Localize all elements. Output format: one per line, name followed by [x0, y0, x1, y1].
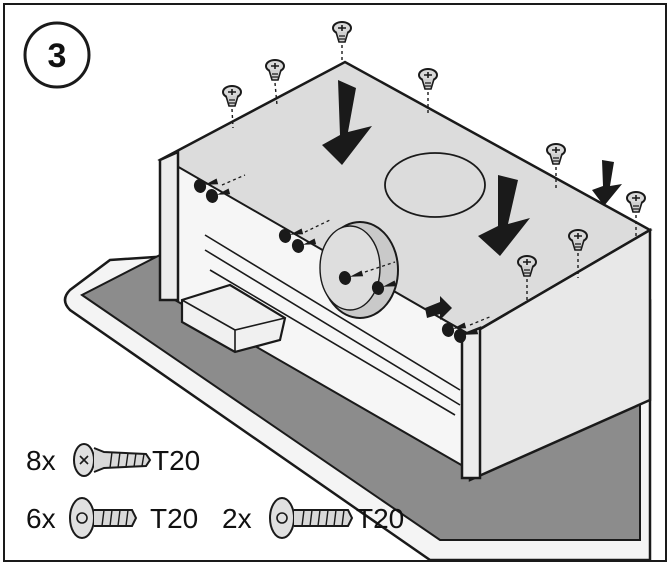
small-down-arrow — [592, 160, 622, 206]
legend-qty-3: 2x — [222, 503, 252, 534]
legend-tool-1: T20 — [152, 445, 200, 476]
step-badge: 3 — [23, 21, 91, 89]
countersunk-screw-icon — [73, 443, 152, 477]
step-number: 3 — [48, 37, 67, 75]
down-arrow-left — [322, 80, 372, 165]
long-pan-head-screw-icon — [269, 497, 354, 539]
left-post — [158, 150, 180, 302]
inner-rail — [204, 234, 461, 416]
top-screws — [222, 21, 646, 300]
legend-tool-2: T20 — [150, 503, 198, 534]
legend-qty-1: 8x — [26, 445, 56, 476]
down-arrow-right — [478, 175, 530, 256]
right-post — [460, 326, 482, 480]
motor-unit — [180, 283, 287, 354]
legend-qty-2: 6x — [26, 503, 56, 534]
short-pan-head-screw-icon — [69, 497, 138, 539]
top-circle-cutout — [384, 152, 486, 218]
legend-tool-3: T20 — [356, 503, 404, 534]
hardware-legend: 8x T20 6x T20 2x T20 — [26, 443, 404, 539]
small-right-arrow — [425, 296, 452, 320]
side-screws — [192, 174, 493, 345]
